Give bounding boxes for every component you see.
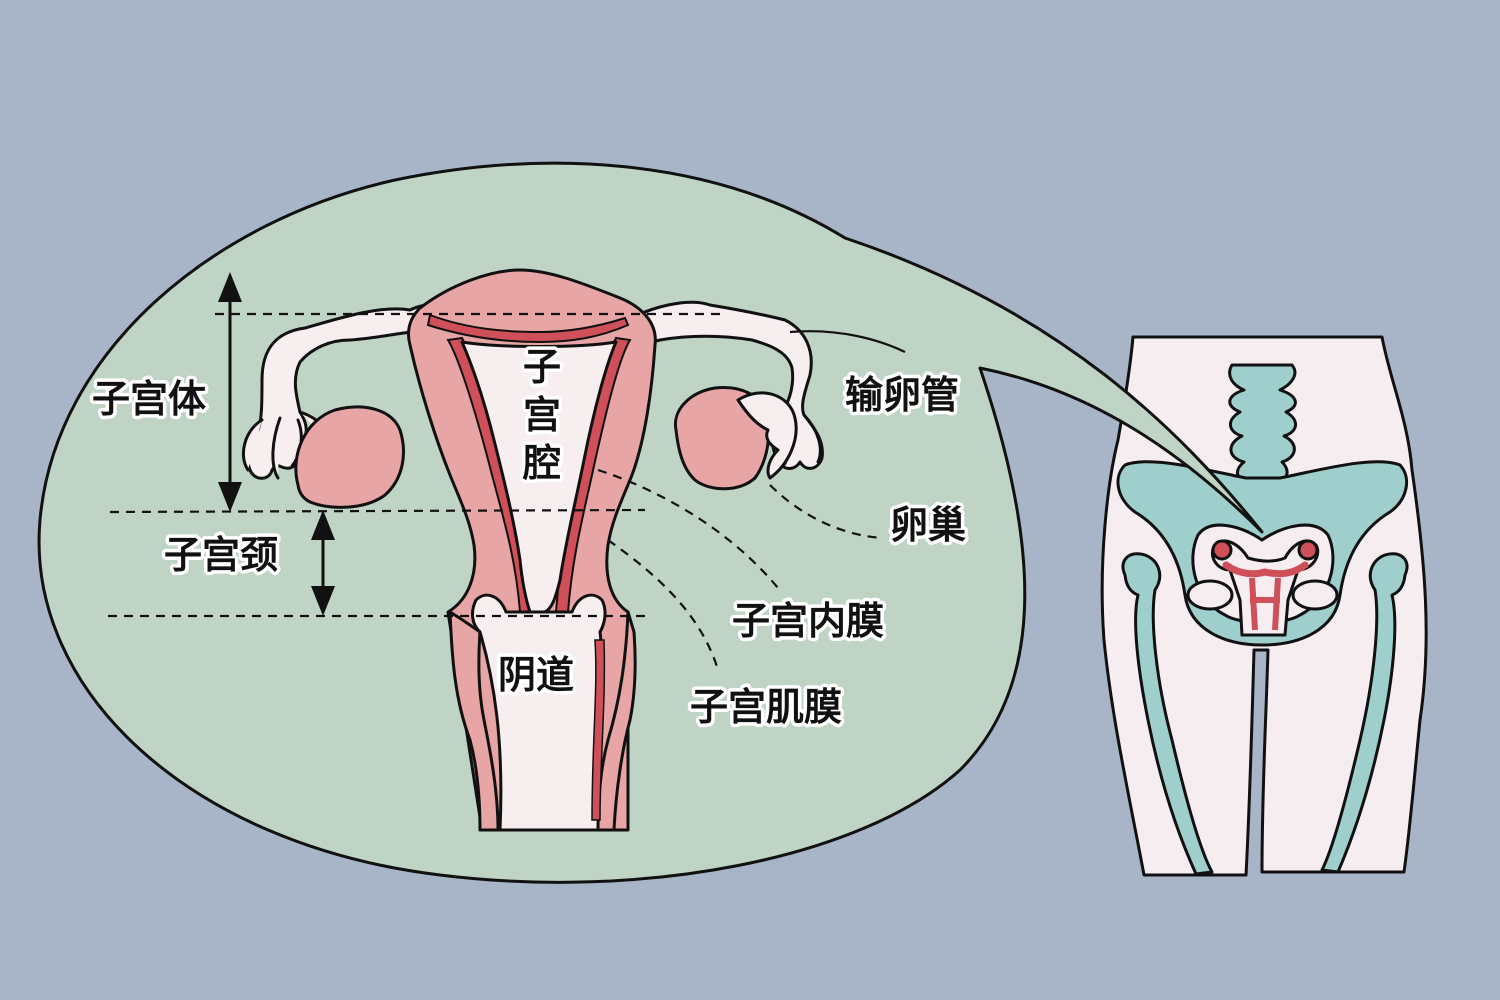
label-myometrium: 子宫肌膜: [690, 685, 842, 729]
label-uterine-cavity-char: 子: [523, 345, 561, 389]
label-ovary: 卵巢: [890, 503, 966, 547]
label-uterine-cavity-char: 宫: [523, 393, 561, 437]
ovaries: [294, 385, 798, 509]
guide-lines: [108, 312, 906, 671]
label-uterine-cavity: 子 宫 腔: [519, 342, 565, 489]
mini-uterus: [1210, 539, 1320, 637]
uterus: [406, 268, 657, 832]
cervix-arrow: [311, 510, 335, 616]
uterine-body-arrow: [218, 272, 242, 512]
label-uterine-body: 子宫体: [92, 377, 206, 421]
label-vagina: 阴道: [498, 653, 574, 697]
callout-bubble: [37, 161, 1264, 884]
label-uterine-cavity-char: 腔: [522, 441, 561, 485]
pelvis-skeleton: [1116, 363, 1409, 876]
label-cervix: 子宫颈: [164, 533, 278, 577]
label-endometrium: 子宫内膜: [732, 599, 884, 643]
label-fallopian-tube: 输卵管: [845, 373, 959, 417]
